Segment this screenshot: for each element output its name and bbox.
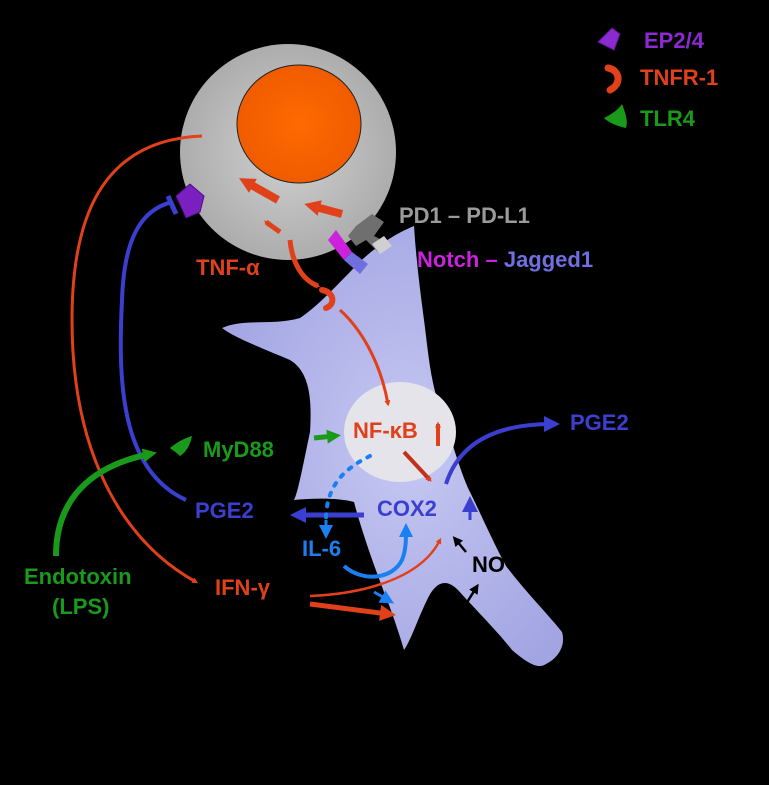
ep24-receptor-icon bbox=[597, 27, 621, 51]
cox2-to-pge2-out-arrow bbox=[444, 416, 560, 485]
pge2-to-ep24-arc bbox=[118, 200, 187, 502]
nfkb-to-cox2-arrow bbox=[402, 450, 432, 482]
tnf-alpha-label: TNF-α bbox=[196, 255, 260, 280]
pge2-left-label: PGE2 bbox=[195, 498, 254, 523]
pdl1-icon bbox=[372, 236, 392, 254]
tnfr1-to-nfkb-arrow bbox=[338, 308, 391, 407]
legend-tnfr1-label: TNFR-1 bbox=[640, 65, 718, 90]
legend: EP2/4 TNFR-1 TLR4 bbox=[597, 27, 718, 131]
tnf-arrow-to-nucleus-3 bbox=[264, 219, 282, 235]
legend-ep24-label: EP2/4 bbox=[644, 28, 705, 53]
lps-label: (LPS) bbox=[52, 594, 109, 619]
tlr4-receptor-icon bbox=[604, 104, 627, 128]
ifn-gamma-to-inos-arrow bbox=[309, 601, 396, 621]
pge2-arc-block-bar bbox=[165, 194, 179, 216]
legend-tlr4-label: TLR4 bbox=[640, 106, 696, 131]
lps-to-tlr4-arrow bbox=[53, 448, 157, 557]
tnf-arrow-to-tnfr1 bbox=[287, 239, 321, 289]
ifn-gamma-to-cox2-arrow bbox=[309, 537, 442, 598]
il6-to-inos-arrow bbox=[373, 590, 395, 604]
notch-jagged1-label: Notch – Jagged1 bbox=[417, 247, 593, 272]
no-to-cox2-arrow bbox=[452, 536, 467, 553]
tlr4-receptor-on-dc-icon bbox=[170, 436, 192, 456]
tnfr1-receptor-on-dc-icon bbox=[319, 287, 336, 311]
ifn-gamma-label: IFN-γ bbox=[215, 575, 271, 600]
il6-label: IL-6 bbox=[302, 536, 341, 561]
inos-label: OS bbox=[430, 604, 462, 629]
cox2-label: COX2 bbox=[377, 496, 437, 521]
ep24-receptor-on-tcell-icon bbox=[175, 183, 205, 219]
jagged1-ligand-icon bbox=[344, 252, 368, 274]
tnf-arrow-to-nucleus-2 bbox=[304, 200, 344, 218]
pge2-top-label: PGE2 bbox=[570, 410, 629, 435]
tnf-arrow-to-nucleus-1 bbox=[239, 178, 280, 204]
pd1-label: PD1 – PD-L1 bbox=[399, 203, 530, 228]
no-label: NO bbox=[472, 552, 505, 577]
t-cell bbox=[180, 44, 396, 260]
nfkb-label: NF-κB bbox=[353, 418, 418, 443]
nfkb-region bbox=[344, 382, 456, 482]
t-cell-nucleus bbox=[236, 64, 362, 184]
inos-to-no-arrow bbox=[464, 583, 479, 605]
myd88-to-nfkb-arrow bbox=[313, 429, 341, 444]
notch-receptor-icon bbox=[328, 230, 352, 260]
myd88-label: MyD88 bbox=[203, 437, 274, 462]
tnfr1-receptor-icon bbox=[604, 64, 622, 94]
endotoxin-label: Endotoxin bbox=[24, 564, 132, 589]
il6-to-cox2-arrow bbox=[342, 523, 413, 579]
tcell-to-ifn-gamma-arc bbox=[70, 134, 203, 584]
